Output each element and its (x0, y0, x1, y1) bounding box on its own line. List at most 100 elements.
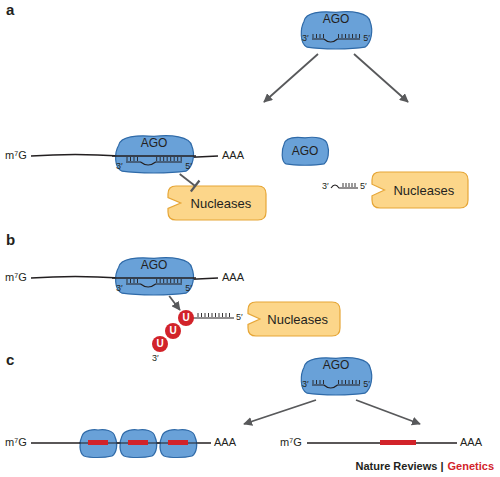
strand-end-label: m⁷G (280, 437, 302, 448)
base-pair-tick (313, 34, 314, 38)
strand-end-label: AAA (214, 437, 236, 448)
base-pair-tick (130, 157, 131, 161)
base-ticks (343, 183, 355, 187)
ago-protein: AGO3′5′ (112, 256, 196, 296)
base-pair-tick (160, 279, 161, 283)
node-label: U (178, 313, 194, 323)
base-pair-tick (352, 380, 353, 384)
nuclease-enzyme: Nucleases (168, 186, 266, 220)
strand-end-label: m⁷G (5, 437, 27, 448)
base-pair-tick (316, 34, 317, 38)
node-label: AGO (280, 145, 330, 157)
pathway-arrow (264, 54, 318, 102)
strand-end-label: 5′ (363, 380, 370, 389)
base-pair-tick (134, 279, 135, 283)
target-site (168, 440, 188, 445)
pathway-arrow (244, 400, 316, 424)
base-pair-tick (323, 380, 324, 384)
base-ticks (339, 380, 360, 384)
base-pair-tick (181, 279, 182, 283)
base-pair-tick (163, 157, 164, 161)
panel-letter: b (6, 232, 15, 247)
node-label: Nucleases (255, 313, 340, 326)
base-pair-tick (174, 157, 175, 161)
base-pair-tick (156, 157, 157, 161)
uridine-circle (178, 310, 194, 326)
small-rna-strand (190, 317, 234, 318)
base-pair-tick (338, 34, 339, 38)
node-label: U (165, 326, 181, 336)
ago-blob (120, 430, 157, 458)
strand-end-label: 3′ (116, 162, 123, 171)
node-label: U (152, 339, 168, 349)
mrna-strand (112, 155, 196, 156)
inhibition-connector (180, 174, 195, 186)
node-label: Nucleases (176, 197, 266, 210)
journal-credit-text: Genetics (448, 461, 494, 472)
target-site (380, 440, 416, 445)
strand-end-label: 3′ (302, 380, 309, 389)
nuclease-outline (248, 302, 340, 336)
ago-outline (160, 430, 197, 458)
strand-end-label: 3′ (152, 354, 159, 363)
base-pair-tick (137, 157, 138, 161)
base-ticks (198, 313, 230, 317)
base-pair-tick (359, 34, 360, 38)
strand-end-label: 3′ (322, 182, 329, 191)
uridine-residue: U (165, 323, 181, 339)
strand-end-label: 5′ (185, 284, 192, 293)
base-pair-tick (320, 34, 321, 38)
base-pair-tick (170, 157, 171, 161)
ago-protein: AGO 3′ 5′ (298, 10, 374, 50)
base-pair-tick (127, 279, 128, 283)
arrow-connector (169, 296, 180, 310)
ago-blob (160, 430, 197, 458)
guide-rna (312, 39, 360, 42)
nuclease-enzyme: Nucleases (372, 172, 468, 208)
target-site (128, 440, 148, 445)
strand-end-label: 3′ (302, 34, 309, 43)
guide-rna (126, 284, 182, 287)
node-label: AGO (298, 359, 374, 371)
base-ticks (339, 34, 360, 38)
panel-letter: c (6, 352, 14, 367)
base-pair-tick (316, 380, 317, 384)
base-pair-tick (356, 380, 357, 384)
pathway-arrow (354, 54, 408, 102)
strand-end-label: m⁷G (5, 150, 27, 161)
strand-end-label: 5′ (363, 34, 370, 43)
base-ticks (313, 380, 324, 384)
pathway-arrow (356, 400, 420, 424)
uridine-circle (165, 323, 181, 339)
strand-end-label: AAA (222, 150, 244, 161)
node-label: AGO (298, 13, 374, 25)
base-pair-tick (160, 157, 161, 161)
small-rna-strand (331, 185, 358, 188)
nuclease-outline (168, 186, 266, 220)
base-pair-tick (167, 157, 168, 161)
base-pair-tick (177, 279, 178, 283)
base-pair-tick (342, 34, 343, 38)
strand-end-label: 5′ (185, 162, 192, 171)
ago-outline (120, 430, 157, 458)
base-pair-tick (134, 157, 135, 161)
base-pair-tick (163, 279, 164, 283)
journal-credit: Nature Reviews |Genetics (355, 461, 494, 472)
nuclease-enzyme: Nucleases (248, 302, 340, 336)
base-pair-tick (167, 279, 168, 283)
base-pair-tick (359, 380, 360, 384)
base-ticks (157, 157, 182, 161)
base-pair-tick (170, 279, 171, 283)
base-pair-tick (356, 34, 357, 38)
node-label: AGO (112, 259, 196, 271)
base-pair-tick (127, 157, 128, 161)
strand-end-label: AAA (460, 437, 482, 448)
guide-rna (312, 385, 360, 388)
base-pair-tick (181, 157, 182, 161)
base-pair-tick (137, 279, 138, 283)
base-pair-tick (174, 279, 175, 283)
ago-outline (80, 430, 117, 458)
strand-end-label: AAA (222, 272, 244, 283)
